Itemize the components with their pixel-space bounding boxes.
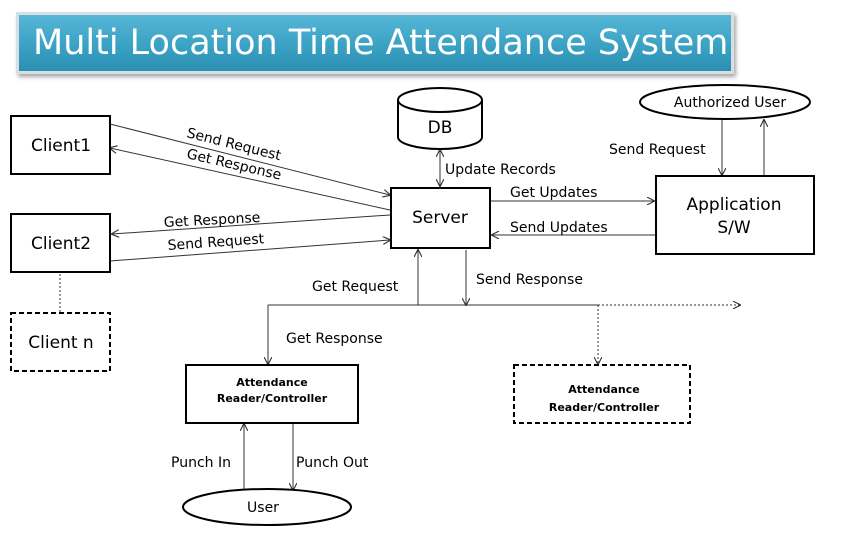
title-banner: Multi Location Time Attendance System <box>16 12 734 74</box>
db-label: DB <box>428 118 453 138</box>
label-update-records: Update Records <box>445 162 556 178</box>
edge-c2-send-request <box>109 240 390 262</box>
client1-box <box>10 115 111 175</box>
edge-c1-send-request <box>109 123 390 195</box>
reader1-box <box>185 364 359 424</box>
label-send-updates: Send Updates <box>510 220 608 236</box>
label-punch-out: Punch Out <box>296 455 369 471</box>
client1-label: Client1 <box>31 136 91 156</box>
label-send-response: Send Response <box>476 272 583 288</box>
application-label-line1: Application <box>687 195 782 215</box>
user-ellipse <box>182 488 352 526</box>
authorized-user-ellipse <box>639 84 811 120</box>
label-c2-send-request: Send Request <box>167 231 265 254</box>
client2-box <box>10 213 111 273</box>
reader1-label-line1: Attendance <box>236 376 307 389</box>
reader2-label-line2: Reader/Controller <box>549 401 660 414</box>
reader1-label-line2: Reader/Controller <box>217 392 328 405</box>
application-box <box>655 175 815 255</box>
clientn-label: Client n <box>28 333 93 353</box>
label-get-response: Get Response <box>286 331 383 347</box>
server-box <box>390 187 491 249</box>
authorized-user-label: Authorized User <box>674 95 786 111</box>
db-cylinder <box>397 87 483 150</box>
server-label: Server <box>412 208 468 228</box>
page-title: Multi Location Time Attendance System <box>33 23 729 63</box>
label-auth-send-request: Send Request <box>609 142 706 158</box>
edge-c2-get-response <box>112 214 391 234</box>
application-label-line2: S/W <box>717 218 751 238</box>
reader2-label-line1: Attendance <box>568 383 639 396</box>
label-c2-get-response: Get Response <box>163 210 260 231</box>
reader2-box <box>513 364 691 424</box>
label-get-updates: Get Updates <box>510 185 597 201</box>
clientn-box <box>10 312 111 372</box>
label-get-request: Get Request <box>312 279 399 295</box>
client2-label: Client2 <box>31 234 91 254</box>
label-punch-in: Punch In <box>171 455 231 471</box>
user-label: User <box>247 500 279 516</box>
edge-c1-get-response <box>110 148 391 211</box>
